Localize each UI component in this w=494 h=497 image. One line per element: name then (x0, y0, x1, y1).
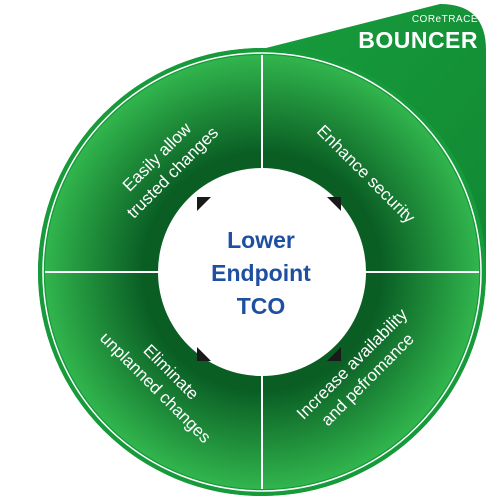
brand-small-text: COReTRACE (412, 14, 478, 25)
arrow-bottom-left-icon (197, 347, 211, 361)
brand-logo: COReTRACE BOUNCER (358, 14, 478, 53)
center-line-2: Endpoint (211, 260, 311, 286)
center-line-1: Lower (227, 227, 295, 253)
arrow-bottom-right-icon (327, 347, 341, 361)
arrow-top-right-icon (327, 197, 341, 211)
outer-ring-border (42, 52, 482, 492)
center-line-3: TCO (237, 293, 286, 319)
arrow-top-left-icon (197, 197, 211, 211)
center-circle (158, 168, 366, 376)
brand-big-text: BOUNCER (358, 27, 478, 53)
